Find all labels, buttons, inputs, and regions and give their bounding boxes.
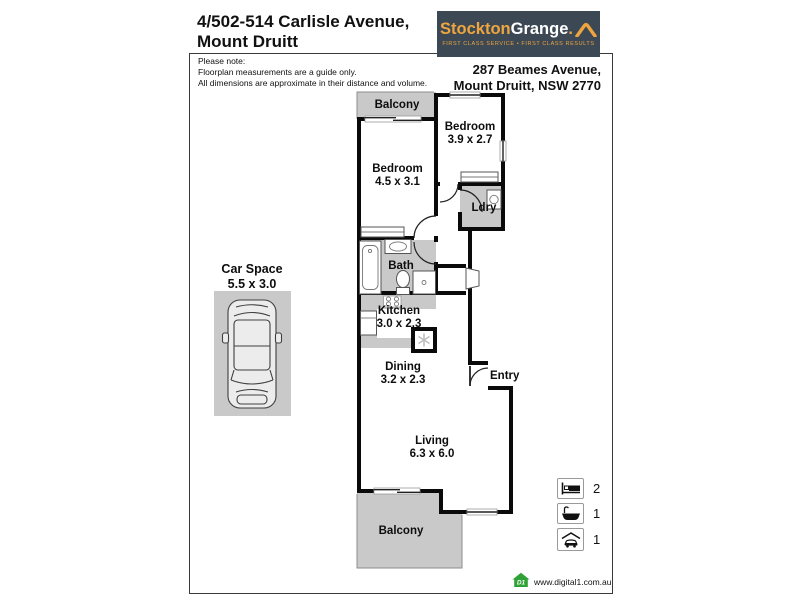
- room-label-balcony-bottom: Balcony: [360, 525, 442, 538]
- room-dims: 3.9 x 2.7: [447, 134, 493, 146]
- slider-living-balcony: [373, 487, 421, 495]
- agency-name-part2: Grange: [510, 20, 569, 38]
- room-name: Balcony: [374, 99, 420, 111]
- door-bedroom2: [439, 183, 459, 203]
- fridge: [360, 310, 377, 336]
- bed-icon: [557, 478, 584, 499]
- agency-address-line1: 287 Beames Avenue,: [472, 62, 601, 77]
- digital1-logo-icon: D1: [512, 572, 530, 588]
- room-label-kitchen: Kitchen 3.0 x 2.3: [373, 305, 425, 331]
- door-bath: [413, 241, 437, 265]
- hot-water-symbol: [418, 333, 430, 347]
- room-label-balcony-top: Balcony: [357, 99, 437, 112]
- bath-icon: [557, 503, 584, 524]
- room-label-laundry: Ldry: [466, 202, 502, 215]
- listing-title: 4/502-514 Carlisle Avenue, Mount Druitt: [197, 12, 409, 52]
- agency-address-line2: Mount Druitt, NSW 2770: [453, 77, 601, 93]
- room-label-entry: Entry: [490, 370, 530, 383]
- note-line1: Please note:: [198, 56, 246, 66]
- room-name: Balcony: [378, 525, 424, 537]
- washing-machine: [486, 189, 502, 210]
- room-name: Kitchen: [377, 305, 421, 317]
- room-label-bedroom-2: Bedroom 3.9 x 2.7: [438, 121, 502, 147]
- room-label-car-space: Car Space 5.5 x 3.0: [209, 262, 295, 291]
- slider-bedroom1-balcony: [364, 115, 422, 123]
- shower: [412, 270, 436, 295]
- balcony-top-edge: [356, 91, 434, 119]
- room-dims: 4.5 x 3.1: [375, 176, 420, 188]
- digital1-logo-text: D1: [517, 580, 526, 587]
- door-entry: [469, 367, 489, 387]
- stove: [383, 295, 402, 308]
- agency-address: 287 Beames Avenue, Mount Druitt, NSW 277…: [440, 62, 601, 93]
- room-name: Bedroom: [444, 121, 496, 133]
- room-name: Living: [415, 435, 449, 447]
- room-label-dining: Dining 3.2 x 2.3: [375, 361, 431, 387]
- room-dims: 3.2 x 2.3: [380, 374, 426, 386]
- note-line3: All dimensions are approximate in their …: [198, 78, 428, 88]
- car-mirror-left: [221, 332, 230, 344]
- car-drawing: [221, 299, 283, 409]
- walls: [357, 93, 513, 514]
- room-name: Bath: [388, 260, 414, 272]
- features-legend: 2 1 1: [557, 478, 600, 555]
- room-dims: 6.3 x 6.0: [409, 448, 455, 460]
- listing-title-line2: Mount Druitt: [197, 32, 299, 51]
- room-name: Bedroom: [372, 163, 423, 175]
- door-bedroom1: [413, 215, 437, 239]
- room-name: Entry: [490, 370, 520, 382]
- bathtub: [359, 240, 382, 295]
- floorplan-credit: D1 www.digital1.com.au: [512, 572, 611, 588]
- balcony-top-area: [357, 92, 436, 119]
- room-name: Dining: [385, 361, 421, 373]
- balcony-bottom-area: [357, 493, 462, 568]
- room-dims: 3.0 x 2.3: [376, 318, 422, 330]
- listing-title-line1: 4/502-514 Carlisle Avenue,: [197, 12, 410, 31]
- kitchen-counter-bottom: [359, 338, 412, 348]
- door-laundry: [459, 189, 483, 213]
- room-label-living: Living 6.3 x 6.0: [403, 435, 461, 461]
- room-name: Car Space: [221, 262, 283, 276]
- credit-website: www.digital1.com.au: [534, 577, 612, 587]
- car-count: 1: [593, 532, 601, 547]
- agency-tagline: FIRST CLASS SERVICE • FIRST CLASS RESULT…: [442, 41, 595, 47]
- legend-row-cars: 1: [557, 528, 600, 551]
- legend-row-bedrooms: 2: [557, 478, 600, 499]
- note-line2: Floorplan measurements are a guide only.: [198, 67, 357, 77]
- bedroom-count: 2: [593, 481, 601, 496]
- linen-door-flap: [465, 267, 480, 290]
- balcony-bottom-edge: [356, 494, 463, 569]
- brand-house-icon: [575, 22, 597, 37]
- room-dims: 5.5 x 3.0: [227, 276, 277, 291]
- room-name: Ldry: [471, 202, 497, 214]
- disclaimer-note: Please note: Floorplan measurements are …: [198, 56, 427, 89]
- toilet: [396, 270, 410, 288]
- agency-name-period: .: [568, 20, 573, 38]
- car-icon: [557, 528, 584, 551]
- bathroom-count: 1: [593, 506, 601, 521]
- agency-name-part1: Stockton: [440, 20, 511, 38]
- content-frame: [189, 53, 613, 594]
- bath-sink: [384, 239, 412, 254]
- room-label-bath: Bath: [379, 260, 423, 273]
- room-label-bedroom-1: Bedroom 4.5 x 3.1: [359, 163, 436, 189]
- car-mirror-right: [274, 332, 283, 344]
- legend-row-bathrooms: 1: [557, 503, 600, 524]
